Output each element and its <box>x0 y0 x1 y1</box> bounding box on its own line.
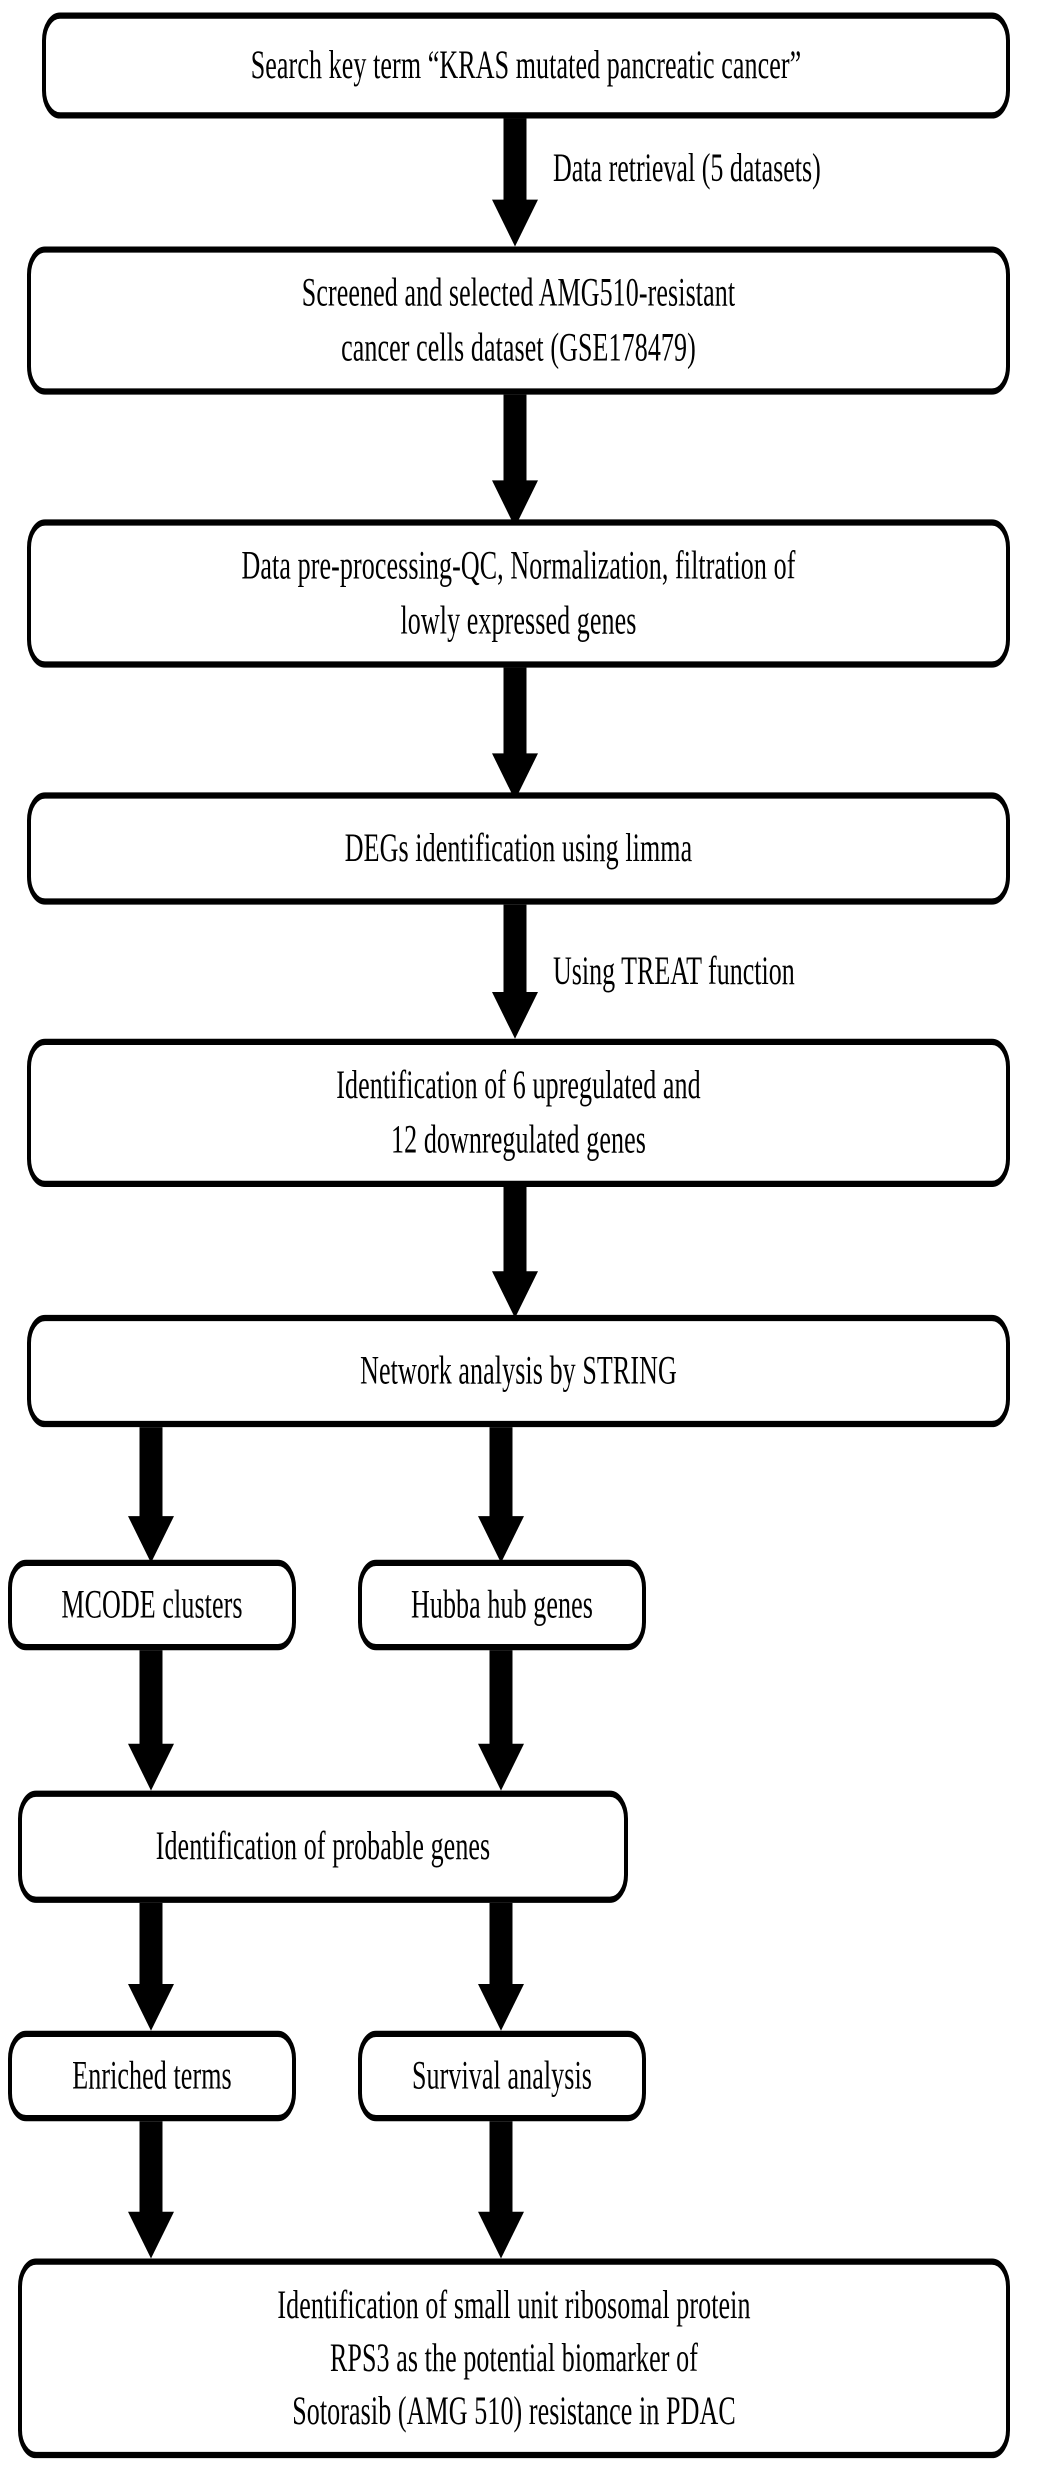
node-final-conclusion: Identification of small unit ribosomal p… <box>18 2258 1010 2459</box>
node-data-preprocessing: Data pre-processing-QC, Normalization, f… <box>27 519 1010 668</box>
arrow-n2-to-n3 <box>492 394 538 528</box>
arrow-n7-to-n9 <box>128 1650 174 1791</box>
arrow-head <box>492 199 538 247</box>
node-mcode-clusters: MCODE clusters <box>8 1559 296 1651</box>
arrow-head <box>478 1984 524 2031</box>
arrow-head <box>492 1271 538 1318</box>
arrow-head <box>128 1516 174 1563</box>
arrow-n6-to-n8 <box>478 1427 524 1563</box>
node-screened-dataset: Screened and selected AMG510-resistant c… <box>27 246 1010 395</box>
arrow-shaft <box>489 1427 513 1521</box>
node-enriched-terms: Enriched terms <box>8 2030 296 2122</box>
arrow-n11-to-n12 <box>478 2121 524 2259</box>
arrow-head <box>128 2211 174 2259</box>
arrow-head <box>478 1516 524 1563</box>
arrow-head <box>492 480 538 528</box>
arrow-head <box>128 1743 174 1791</box>
arrow-n6-to-n7 <box>128 1427 174 1563</box>
edge-label-data-retrieval: Data retrieval (5 datasets) <box>553 145 821 191</box>
node-hubba-hub-genes: Hubba hub genes <box>358 1559 646 1651</box>
arrow-shaft <box>489 1650 513 1749</box>
arrow-shaft <box>503 1186 527 1276</box>
node-survival-analysis: Survival analysis <box>358 2030 646 2122</box>
edge-label-using-treat-function: Using TREAT function <box>553 948 795 994</box>
arrow-head <box>478 1743 524 1791</box>
arrow-shaft <box>489 2121 513 2217</box>
arrow-head <box>492 992 538 1039</box>
arrow-shaft <box>503 394 527 486</box>
arrow-shaft <box>503 667 527 759</box>
arrow-n10-to-n12 <box>128 2121 174 2259</box>
arrow-n3-to-n4 <box>492 667 538 801</box>
arrow-shaft <box>489 1902 513 1989</box>
arrow-n9-to-n10 <box>128 1902 174 2031</box>
node-identification-up-down-genes: Identification of 6 upregulated and 12 d… <box>27 1038 1010 1187</box>
arrow-head <box>128 1984 174 2031</box>
node-identification-probable-genes: Identification of probable genes <box>18 1790 628 1903</box>
node-network-analysis-string: Network analysis by STRING <box>27 1314 1010 1428</box>
node-search-key-term: Search key term “KRAS mutated pancreatic… <box>42 12 1010 119</box>
arrow-shaft <box>503 118 527 206</box>
arrow-n5-to-n6 <box>492 1186 538 1318</box>
node-degs-identification: DEGs identification using limma <box>27 792 1010 905</box>
arrow-shaft <box>139 1427 163 1521</box>
arrow-n9-to-n11 <box>478 1902 524 2031</box>
arrow-shaft <box>139 1650 163 1749</box>
arrow-n1-to-n2 <box>492 118 538 247</box>
arrow-shaft <box>139 1902 163 1989</box>
arrow-shaft <box>139 2121 163 2217</box>
arrow-n8-to-n9 <box>478 1650 524 1791</box>
arrow-n4-to-n5 <box>492 904 538 1039</box>
arrow-shaft <box>503 904 527 997</box>
arrow-head <box>478 2211 524 2259</box>
